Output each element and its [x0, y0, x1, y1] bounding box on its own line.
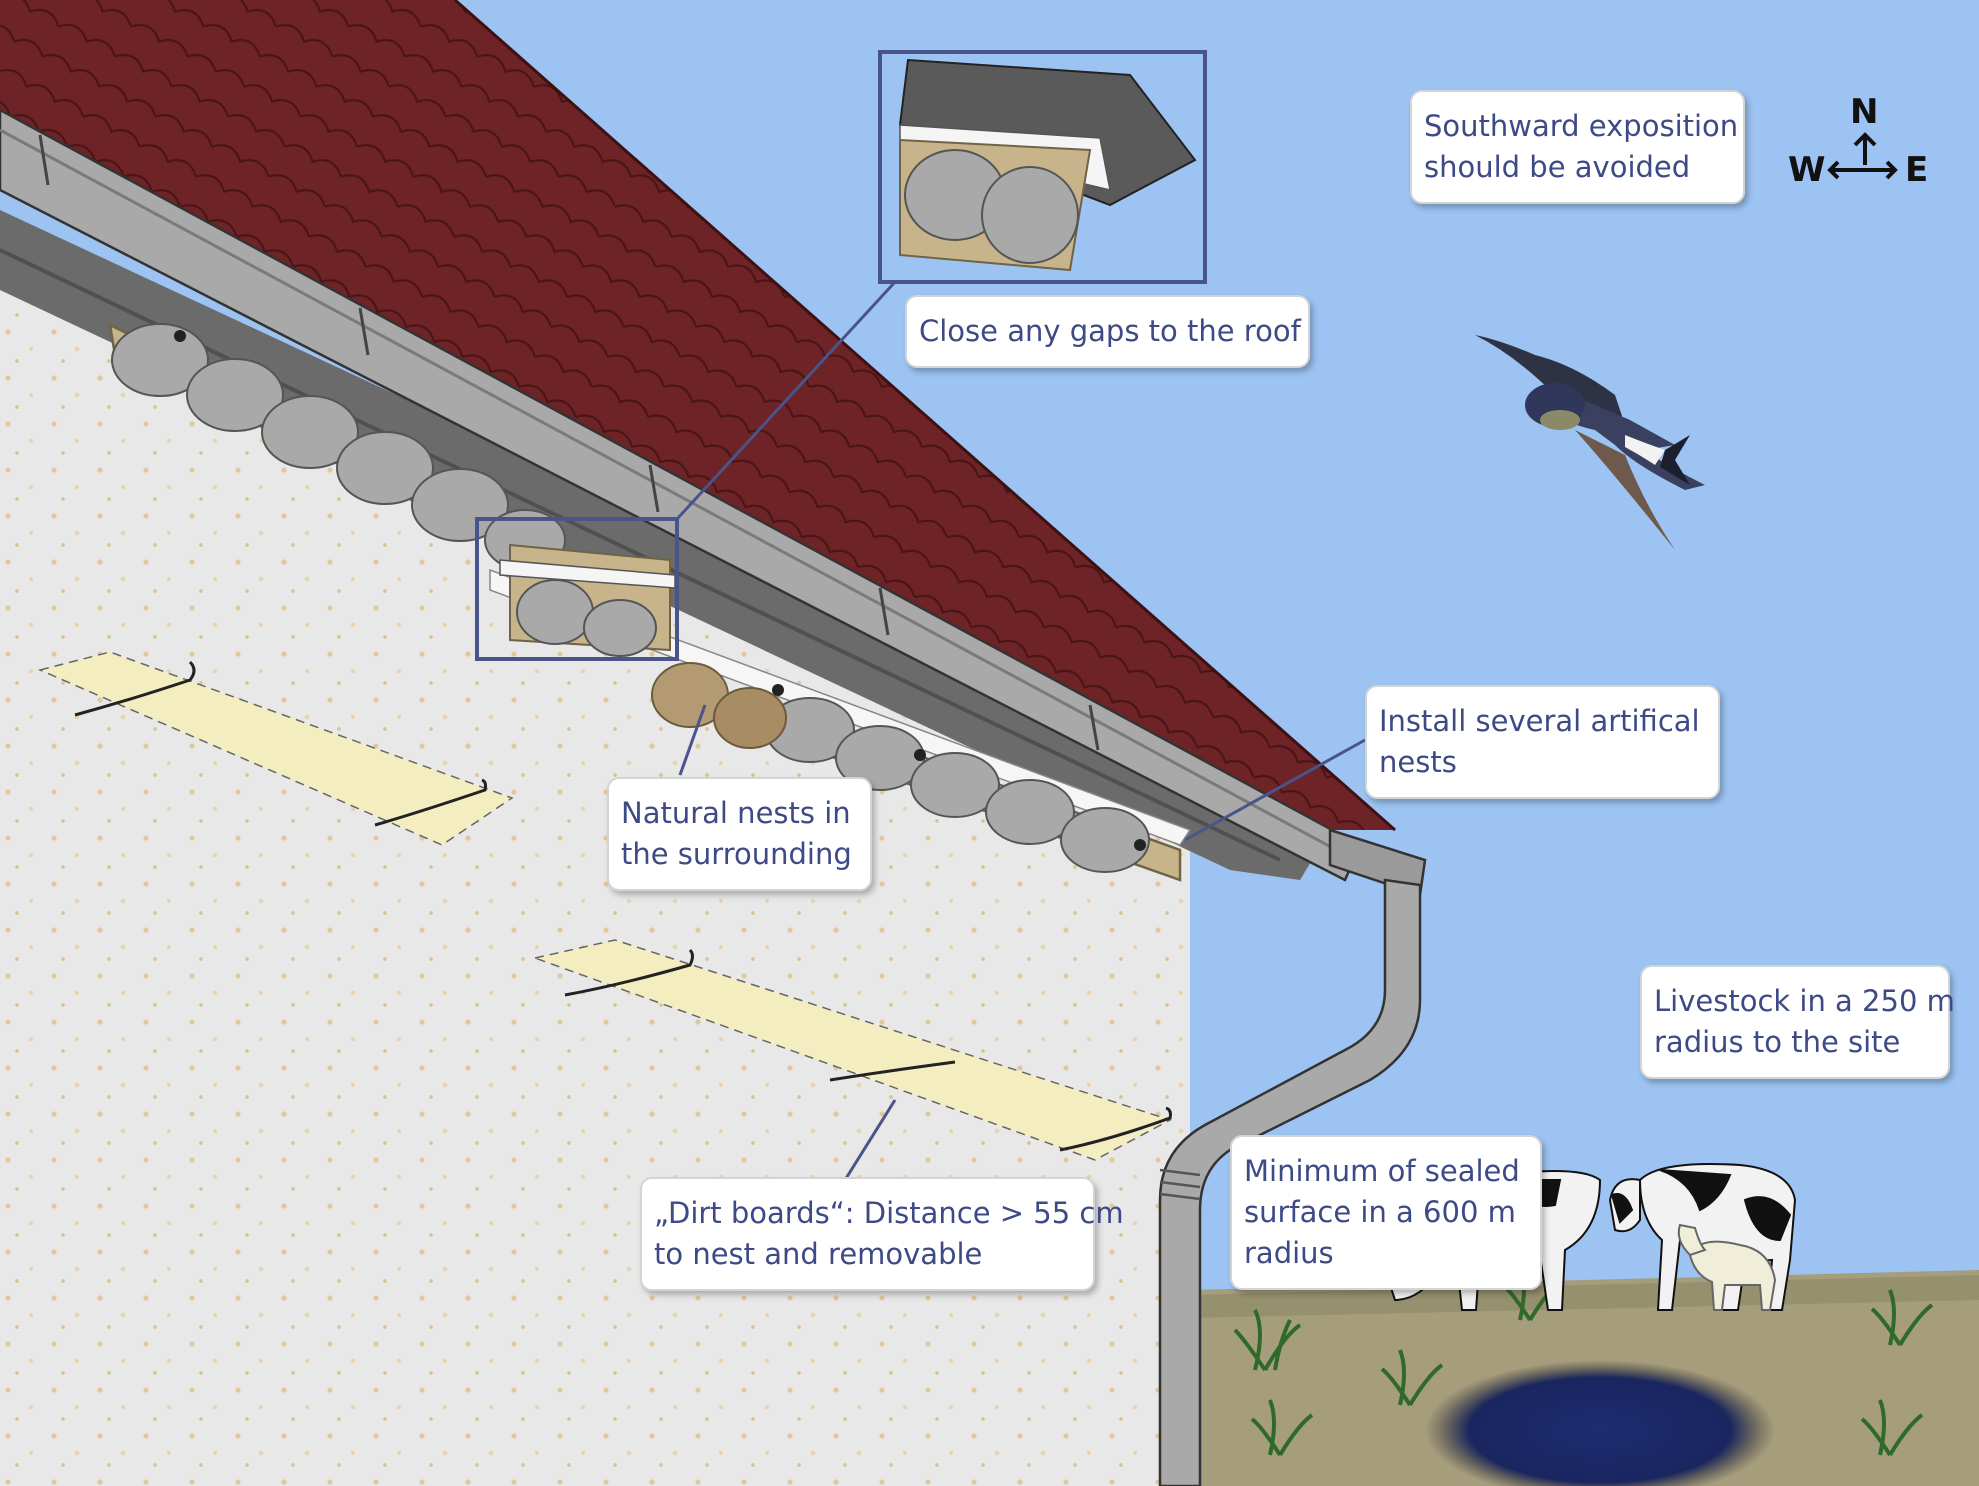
callout-line: to nest and removable — [654, 1237, 983, 1271]
callout-line: surface in a 600 m — [1244, 1195, 1516, 1229]
puddle-icon — [1425, 1360, 1775, 1486]
callout-line: radius — [1244, 1236, 1334, 1270]
artificial-nest-row-left — [108, 322, 577, 577]
callout-line: Livestock in a 250 m — [1654, 984, 1955, 1018]
detail-small — [499, 543, 676, 657]
detail-closeup — [898, 58, 1197, 272]
compass-icon — [1827, 132, 1898, 180]
compass-east-label: E — [1905, 150, 1929, 190]
cow-icon — [1608, 1163, 1797, 1311]
callout-line: Natural nests in — [621, 796, 851, 830]
callout-southward-exposition: Southward exposition should be avoided — [1410, 90, 1745, 204]
callout-close-gaps: Close any gaps to the roof — [905, 295, 1310, 368]
grass-icon — [1233, 1264, 1934, 1457]
swallow-icon — [1475, 335, 1705, 550]
callout-line: Minimum of sealed — [1244, 1154, 1520, 1188]
roof — [0, 0, 1395, 830]
goat-icon — [1677, 1223, 1777, 1311]
callout-sealed-surface: Minimum of sealed surface in a 600 m rad… — [1230, 1135, 1542, 1290]
callout-natural-nests: Natural nests in the surrounding — [607, 777, 872, 891]
compass-west-label: W — [1788, 150, 1826, 190]
downpipe — [1158, 878, 1422, 1486]
callout-line: radius to the site — [1654, 1025, 1901, 1059]
dirt-board-upper — [37, 651, 514, 846]
callout-livestock: Livestock in a 250 m radius to the site — [1640, 965, 1955, 1079]
callout-line: the surrounding — [621, 837, 852, 871]
artificial-nest-row-right — [763, 697, 1182, 882]
natural-nests — [651, 662, 787, 749]
callout-line: nests — [1379, 745, 1457, 779]
callout-line: Southward exposition — [1424, 109, 1739, 143]
compass-north-label: N — [1850, 92, 1879, 132]
callout-line: „Dirt boards“: Distance > 55 cm — [654, 1196, 1124, 1230]
callout-line: Close any gaps to the roof — [919, 314, 1301, 348]
closeup-frame — [878, 50, 1207, 284]
callout-dirt-boards: „Dirt boards“: Distance > 55 cm to nest … — [640, 1177, 1124, 1291]
callout-line: should be avoided — [1424, 150, 1691, 184]
leader-lines — [678, 704, 1366, 1181]
fascia — [0, 210, 1330, 880]
callout-line: Install several artifical — [1379, 704, 1700, 738]
callout-install-artificial-nests: Install several artifical nests — [1365, 685, 1720, 799]
highlight-frame — [475, 517, 679, 661]
dirt-board-lower — [532, 939, 1172, 1161]
